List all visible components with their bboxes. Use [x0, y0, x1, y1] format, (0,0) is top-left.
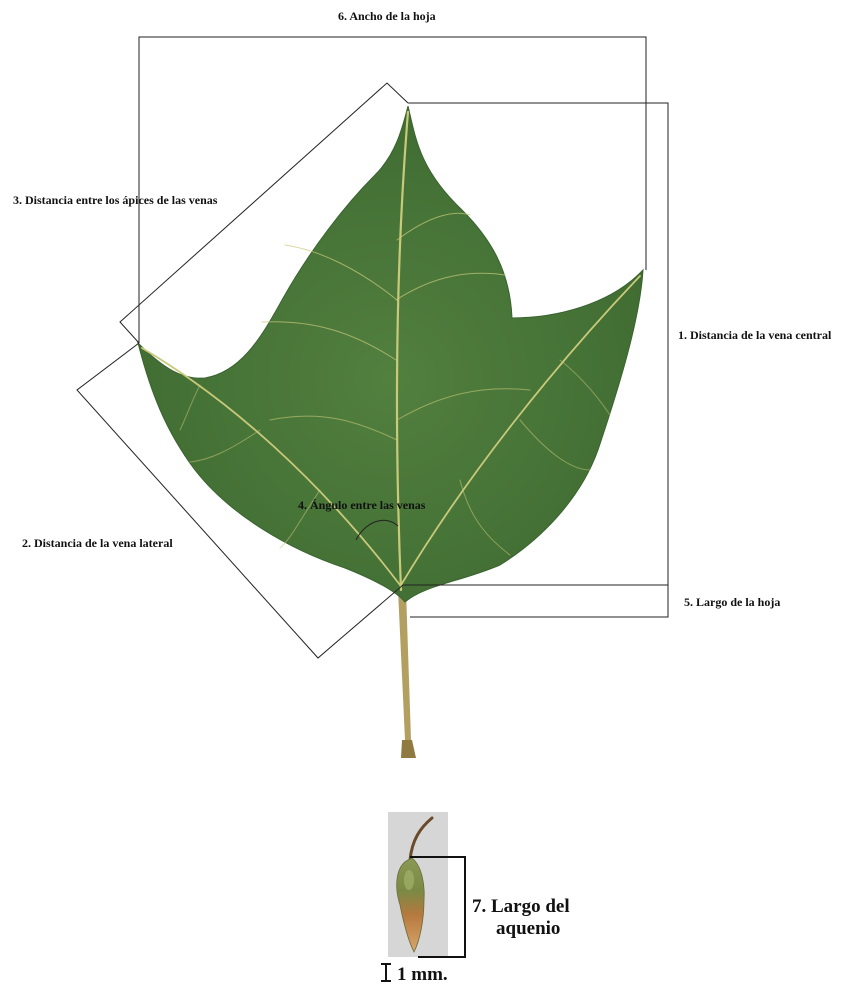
label-leaf-length: 5. Largo de la hoja — [684, 595, 780, 609]
scale-bar — [381, 964, 391, 981]
leaf-blade — [138, 106, 643, 602]
label-leaf-width: 6. Ancho de la hoja — [338, 9, 436, 23]
label-scale-bar: 1 mm. — [397, 964, 448, 985]
label-achene-length-line1: 7. Largo del — [472, 896, 570, 917]
label-apex-distance: 3. Distancia entre los ápices de las ven… — [13, 193, 218, 207]
label-vein-angle: 4. Ángulo entre las venas — [298, 498, 426, 512]
achene-figure: 7. Largo del aquenio 1 mm. — [381, 812, 570, 985]
leaf-length-frame — [410, 585, 668, 617]
petiole-base — [401, 740, 416, 758]
achene-highlight — [404, 870, 414, 890]
label-central-vein: 1. Distancia de la vena central — [678, 328, 832, 342]
label-lateral-vein: 2. Distancia de la vena lateral — [22, 536, 173, 550]
leaf-petiole — [398, 590, 414, 758]
label-achene-length-line2: aquenio — [496, 918, 560, 939]
